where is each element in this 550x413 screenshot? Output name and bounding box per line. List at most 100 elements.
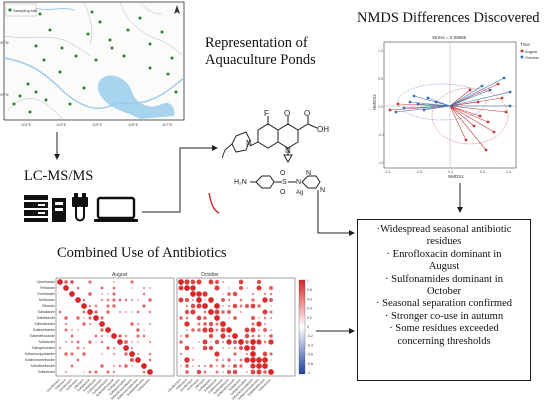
sampling-site-marker (42, 58, 46, 62)
heatmap-cell (101, 353, 103, 355)
heatmap-cell (180, 323, 182, 325)
enrofloxacin-structure: F O O OH N N (222, 110, 329, 164)
colorbar-tick: 0.8 (307, 288, 312, 292)
heatmap-cell (190, 279, 196, 285)
boundary-line (119, 1, 185, 57)
nmds-title: Stress = 0.09566 (432, 35, 467, 40)
heatmap-cell (240, 329, 242, 331)
sampling-site-marker (34, 44, 38, 48)
heatmap-cell (179, 334, 183, 338)
heatmap-cell (143, 347, 145, 349)
heatmap-cell (83, 293, 85, 295)
heatmap-cell (246, 317, 248, 319)
nmds-point-august (464, 138, 468, 142)
heatmap-cell (215, 328, 219, 332)
heatmap-cell (83, 359, 85, 361)
finding-line: August (428, 261, 460, 273)
heatmap-cell (238, 279, 244, 285)
heatmap-cell (228, 365, 230, 367)
heatmap-row-label: Sulfaclozine (38, 370, 55, 374)
heatmap-cell (125, 305, 127, 307)
heatmap-cell (250, 351, 256, 357)
heatmap-cell (64, 280, 68, 284)
heatmap-cell (221, 298, 225, 302)
heatmap-cell (83, 365, 85, 367)
heatmap-cell (119, 287, 121, 289)
sampling-site-marker (48, 28, 52, 32)
nmds-spoke-october (449, 77, 505, 107)
atom-label: F (264, 110, 269, 118)
heatmap-cell (209, 364, 213, 368)
heatmap-cell (77, 293, 79, 295)
heatmap-cell (131, 305, 133, 307)
heatmap-row-label: Sulfachloropyridazine (25, 352, 56, 356)
heatmap-cell (125, 281, 127, 283)
heatmap-cell (228, 317, 230, 319)
heatmap-cell (186, 293, 188, 295)
heatmap-cell (270, 305, 272, 307)
heatmap-cell (252, 287, 254, 289)
heatmap-cell (94, 370, 98, 374)
heatmap-cell (262, 357, 268, 363)
heatmap-cell (112, 346, 116, 350)
heatmap-cell (185, 370, 189, 374)
benzene-ring (257, 123, 279, 149)
heatmap-cell (119, 305, 121, 307)
heatmap-panel-title: October (201, 272, 219, 278)
heatmap-cell (89, 335, 91, 337)
heatmap-cell (82, 310, 86, 314)
heatmap-cell (180, 293, 182, 295)
heatmap-cell (240, 317, 242, 319)
atom-label: N (285, 146, 291, 155)
heatmap-cell (245, 352, 249, 356)
heatmap-cell (137, 299, 139, 301)
nmds-spoke-august (449, 105, 495, 133)
heatmap-cell (107, 365, 109, 367)
heatmap-cell (221, 340, 225, 344)
heatmap-cell (191, 358, 195, 362)
heatmap-cell (137, 365, 139, 367)
heatmap-cell (94, 334, 98, 338)
heatmap-cell (268, 369, 274, 375)
heatmap-cell (257, 304, 261, 308)
usb-cable-icon (72, 193, 88, 222)
nmds-ellipse-october (397, 83, 487, 121)
heatmap-cell (234, 281, 236, 283)
nmds-point-october (412, 94, 416, 98)
colorbar-tick: 0.2 (307, 316, 312, 320)
heatmap-cell (149, 347, 151, 349)
colorbar-ticks: 10.80.60.40.20-0.2-0.4-0.6-0.8-1 (307, 279, 313, 375)
heatmap-cell (70, 352, 74, 356)
heatmap-cell (59, 293, 61, 295)
heatmap-cell (269, 316, 273, 320)
finding-line: October (426, 286, 462, 298)
heatmap-cell (204, 335, 206, 337)
heatmap-cell (269, 352, 273, 356)
lon-tick: 114°E (56, 123, 67, 127)
nmds-point-august (472, 124, 476, 128)
heatmap-cell (125, 323, 127, 325)
heatmap-cell (119, 323, 121, 325)
heatmap-cell (119, 329, 121, 331)
heatmap-cell (180, 329, 182, 331)
heatmap-cell (262, 309, 268, 315)
heatmap-cell (222, 353, 224, 355)
heatmap-cell (228, 353, 230, 355)
heatmap-cell (107, 317, 109, 319)
heatmap-cell (71, 299, 73, 301)
nmds-spoke-august (449, 105, 507, 113)
heatmap-cell (119, 371, 121, 373)
heatmap-cell (64, 370, 68, 374)
heatmap-cell (106, 304, 110, 308)
nmds-point-october (508, 104, 512, 108)
heatmap-cell (185, 334, 189, 338)
heatmap-cell (77, 323, 79, 325)
heatmap-cell (214, 279, 220, 285)
heatmap-cell (143, 359, 145, 361)
heatmap-cells (57, 279, 274, 375)
heatmap-cell (244, 327, 250, 333)
heatmap-cell (180, 311, 182, 313)
heatmap-cell (113, 311, 115, 313)
heatmap-cell (64, 322, 68, 326)
heatmap-row-label: Ciprofloxacin (37, 280, 56, 284)
